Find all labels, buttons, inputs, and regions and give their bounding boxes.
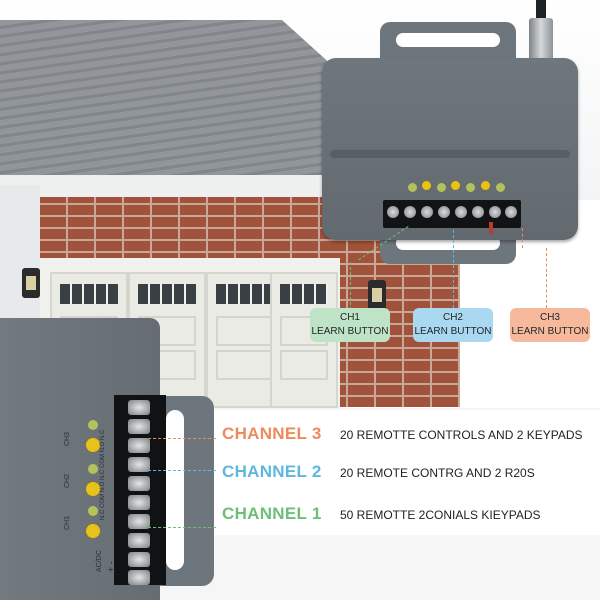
wall-lamp-left xyxy=(22,268,40,298)
channel-1-description: 50 REMOTTE 2CONIALS KIEYPADS xyxy=(340,508,541,522)
terminal-screw xyxy=(128,400,150,415)
ch1-learn-button xyxy=(86,524,100,538)
channel-2-title: CHANNEL 2 xyxy=(222,462,322,481)
ch3-side-label: CH3 xyxy=(64,431,71,446)
ch2-learn-button xyxy=(86,482,100,496)
antenna-connector xyxy=(529,18,553,64)
terminal-block-top xyxy=(383,200,521,228)
status-led xyxy=(408,183,417,192)
terminal-screw xyxy=(128,419,150,434)
channel-3-description: 20 REMOTTE CONTROLS AND 2 KEYPADS xyxy=(340,428,583,442)
ch1-connector-line xyxy=(350,262,351,310)
ch3-learn-button xyxy=(481,181,490,190)
status-led xyxy=(88,506,98,516)
ch1-side-label: CH1 xyxy=(64,515,71,530)
ch1-pointer-line xyxy=(148,527,216,528)
mount-slot-top xyxy=(396,33,500,47)
terminal-screw xyxy=(128,476,150,491)
ch1-learn-button xyxy=(422,181,431,190)
channel-1-title: CHANNEL 1 xyxy=(222,504,322,523)
power-label: AC/DC xyxy=(96,550,103,572)
ch2-side-label: CH2 xyxy=(64,473,71,488)
roof-fascia xyxy=(0,175,420,197)
ch3-connector-line xyxy=(546,248,547,308)
antenna-cable xyxy=(536,0,546,20)
ch2-connector-line xyxy=(453,230,454,308)
ch2-learn-button xyxy=(451,181,460,190)
terminal-screw xyxy=(128,514,150,529)
red-wire xyxy=(489,222,493,234)
terminal-screw xyxy=(128,570,150,585)
ch3-learn-button xyxy=(86,438,100,452)
channel-2-description: 20 REMOTE CONTRG AND 2 R20S xyxy=(340,466,535,480)
ch2-pointer-line xyxy=(148,470,216,471)
status-led xyxy=(496,183,505,192)
channel-3-title: CHANNEL 3 xyxy=(222,424,322,443)
terminal-screw xyxy=(128,495,150,510)
terminal-screw xyxy=(128,457,150,472)
housing-ridge xyxy=(330,150,570,158)
status-led xyxy=(88,420,98,430)
terminal-screw xyxy=(128,438,150,453)
terminal-screw xyxy=(128,552,150,567)
terminal-pin-labels: N.C COM N.O N.C COM N.O N.C xyxy=(100,429,106,520)
wall-lamp-right xyxy=(368,280,386,310)
ch3-connector-line xyxy=(522,228,523,248)
channel-list-panel xyxy=(214,410,600,535)
status-led xyxy=(466,183,475,192)
mount-slot-side xyxy=(166,410,184,570)
status-led xyxy=(437,183,446,192)
terminal-screw xyxy=(128,533,150,548)
status-led xyxy=(88,464,98,474)
ch3-pointer-line xyxy=(148,438,216,439)
